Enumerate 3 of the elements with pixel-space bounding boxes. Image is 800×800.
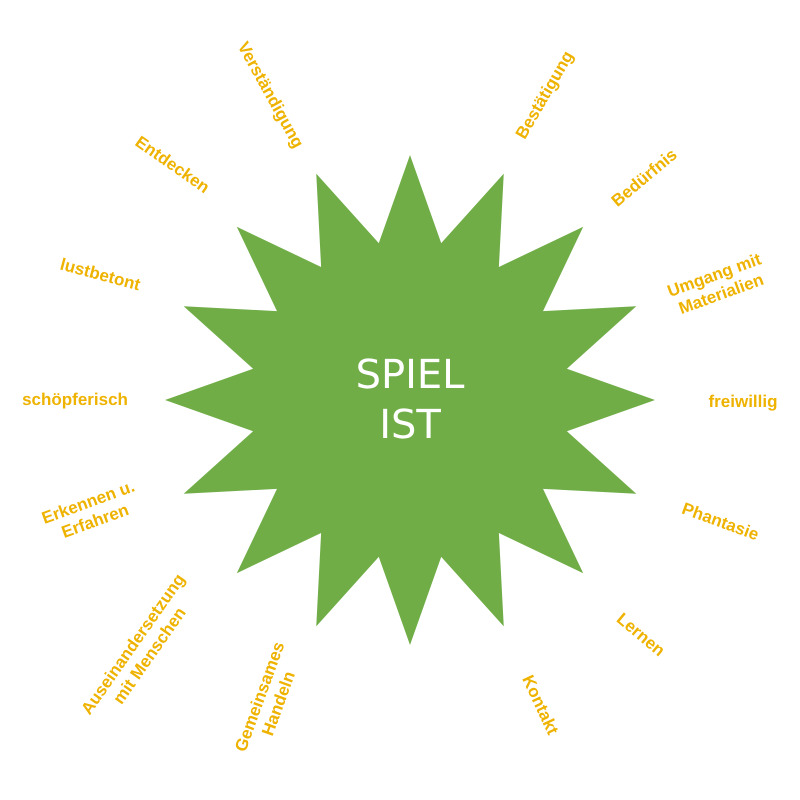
star-title: SPIEL IST bbox=[354, 351, 466, 450]
keyword-label: freiwillig bbox=[708, 392, 778, 412]
keyword-label: schöpferisch bbox=[22, 390, 128, 410]
